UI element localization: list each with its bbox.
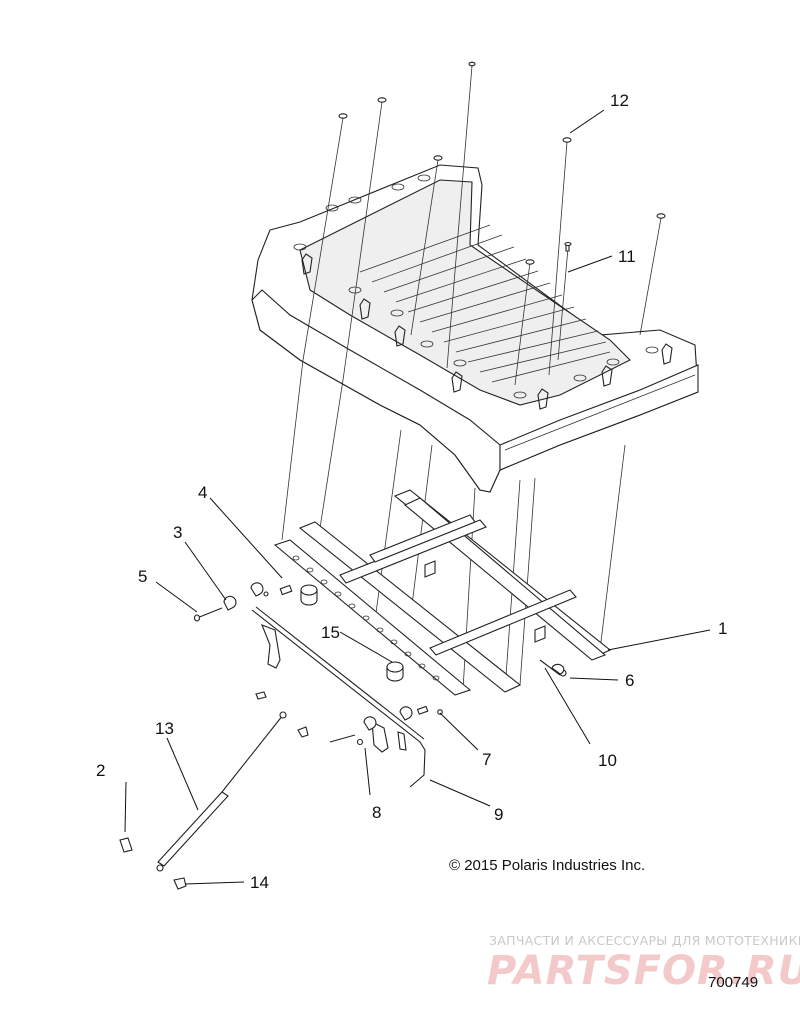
callout-9: 9 [494, 805, 503, 824]
callout-11: 11 [618, 247, 636, 266]
callout-8: 8 [372, 803, 381, 822]
watermark-tagline: ЗАПЧАСТИ И АКСЕССУАРЫ ДЛЯ МОТОТЕХНИКИ [489, 933, 800, 948]
callout-2: 2 [96, 761, 105, 780]
bed-frame [273, 489, 612, 696]
callout-6: 6 [625, 671, 634, 690]
gas-strut [156, 711, 287, 872]
callout-labels: 1 2 3 4 5 6 7 8 9 10 11 12 13 14 15 [96, 91, 727, 892]
callout-12: 12 [610, 91, 629, 110]
watermark-brand: PARTSFOR.RU [487, 948, 800, 994]
callout-10: 10 [598, 751, 617, 770]
watermark: ЗАПЧАСТИ И АКСЕССУАРЫ ДЛЯ МОТОТЕХНИКИ PA… [487, 933, 800, 994]
callout-13: 13 [155, 719, 174, 738]
callout-15: 15 [321, 623, 340, 642]
callout-7: 7 [482, 750, 491, 769]
cargo-box [251, 164, 699, 493]
callout-5: 5 [138, 567, 147, 586]
callout-3: 3 [173, 523, 182, 542]
callout-1: 1 [718, 619, 727, 638]
leader-lines [124, 109, 711, 885]
copyright-notice: © 2015 Polaris Industries Inc. [449, 857, 645, 874]
latch-assembly [193, 582, 567, 788]
clip-14 [173, 877, 187, 890]
push-rivets [338, 61, 666, 265]
drawing-number: 700749 [708, 974, 758, 991]
pin-2 [119, 837, 133, 853]
callout-14: 14 [250, 873, 269, 892]
callout-4: 4 [198, 483, 207, 502]
